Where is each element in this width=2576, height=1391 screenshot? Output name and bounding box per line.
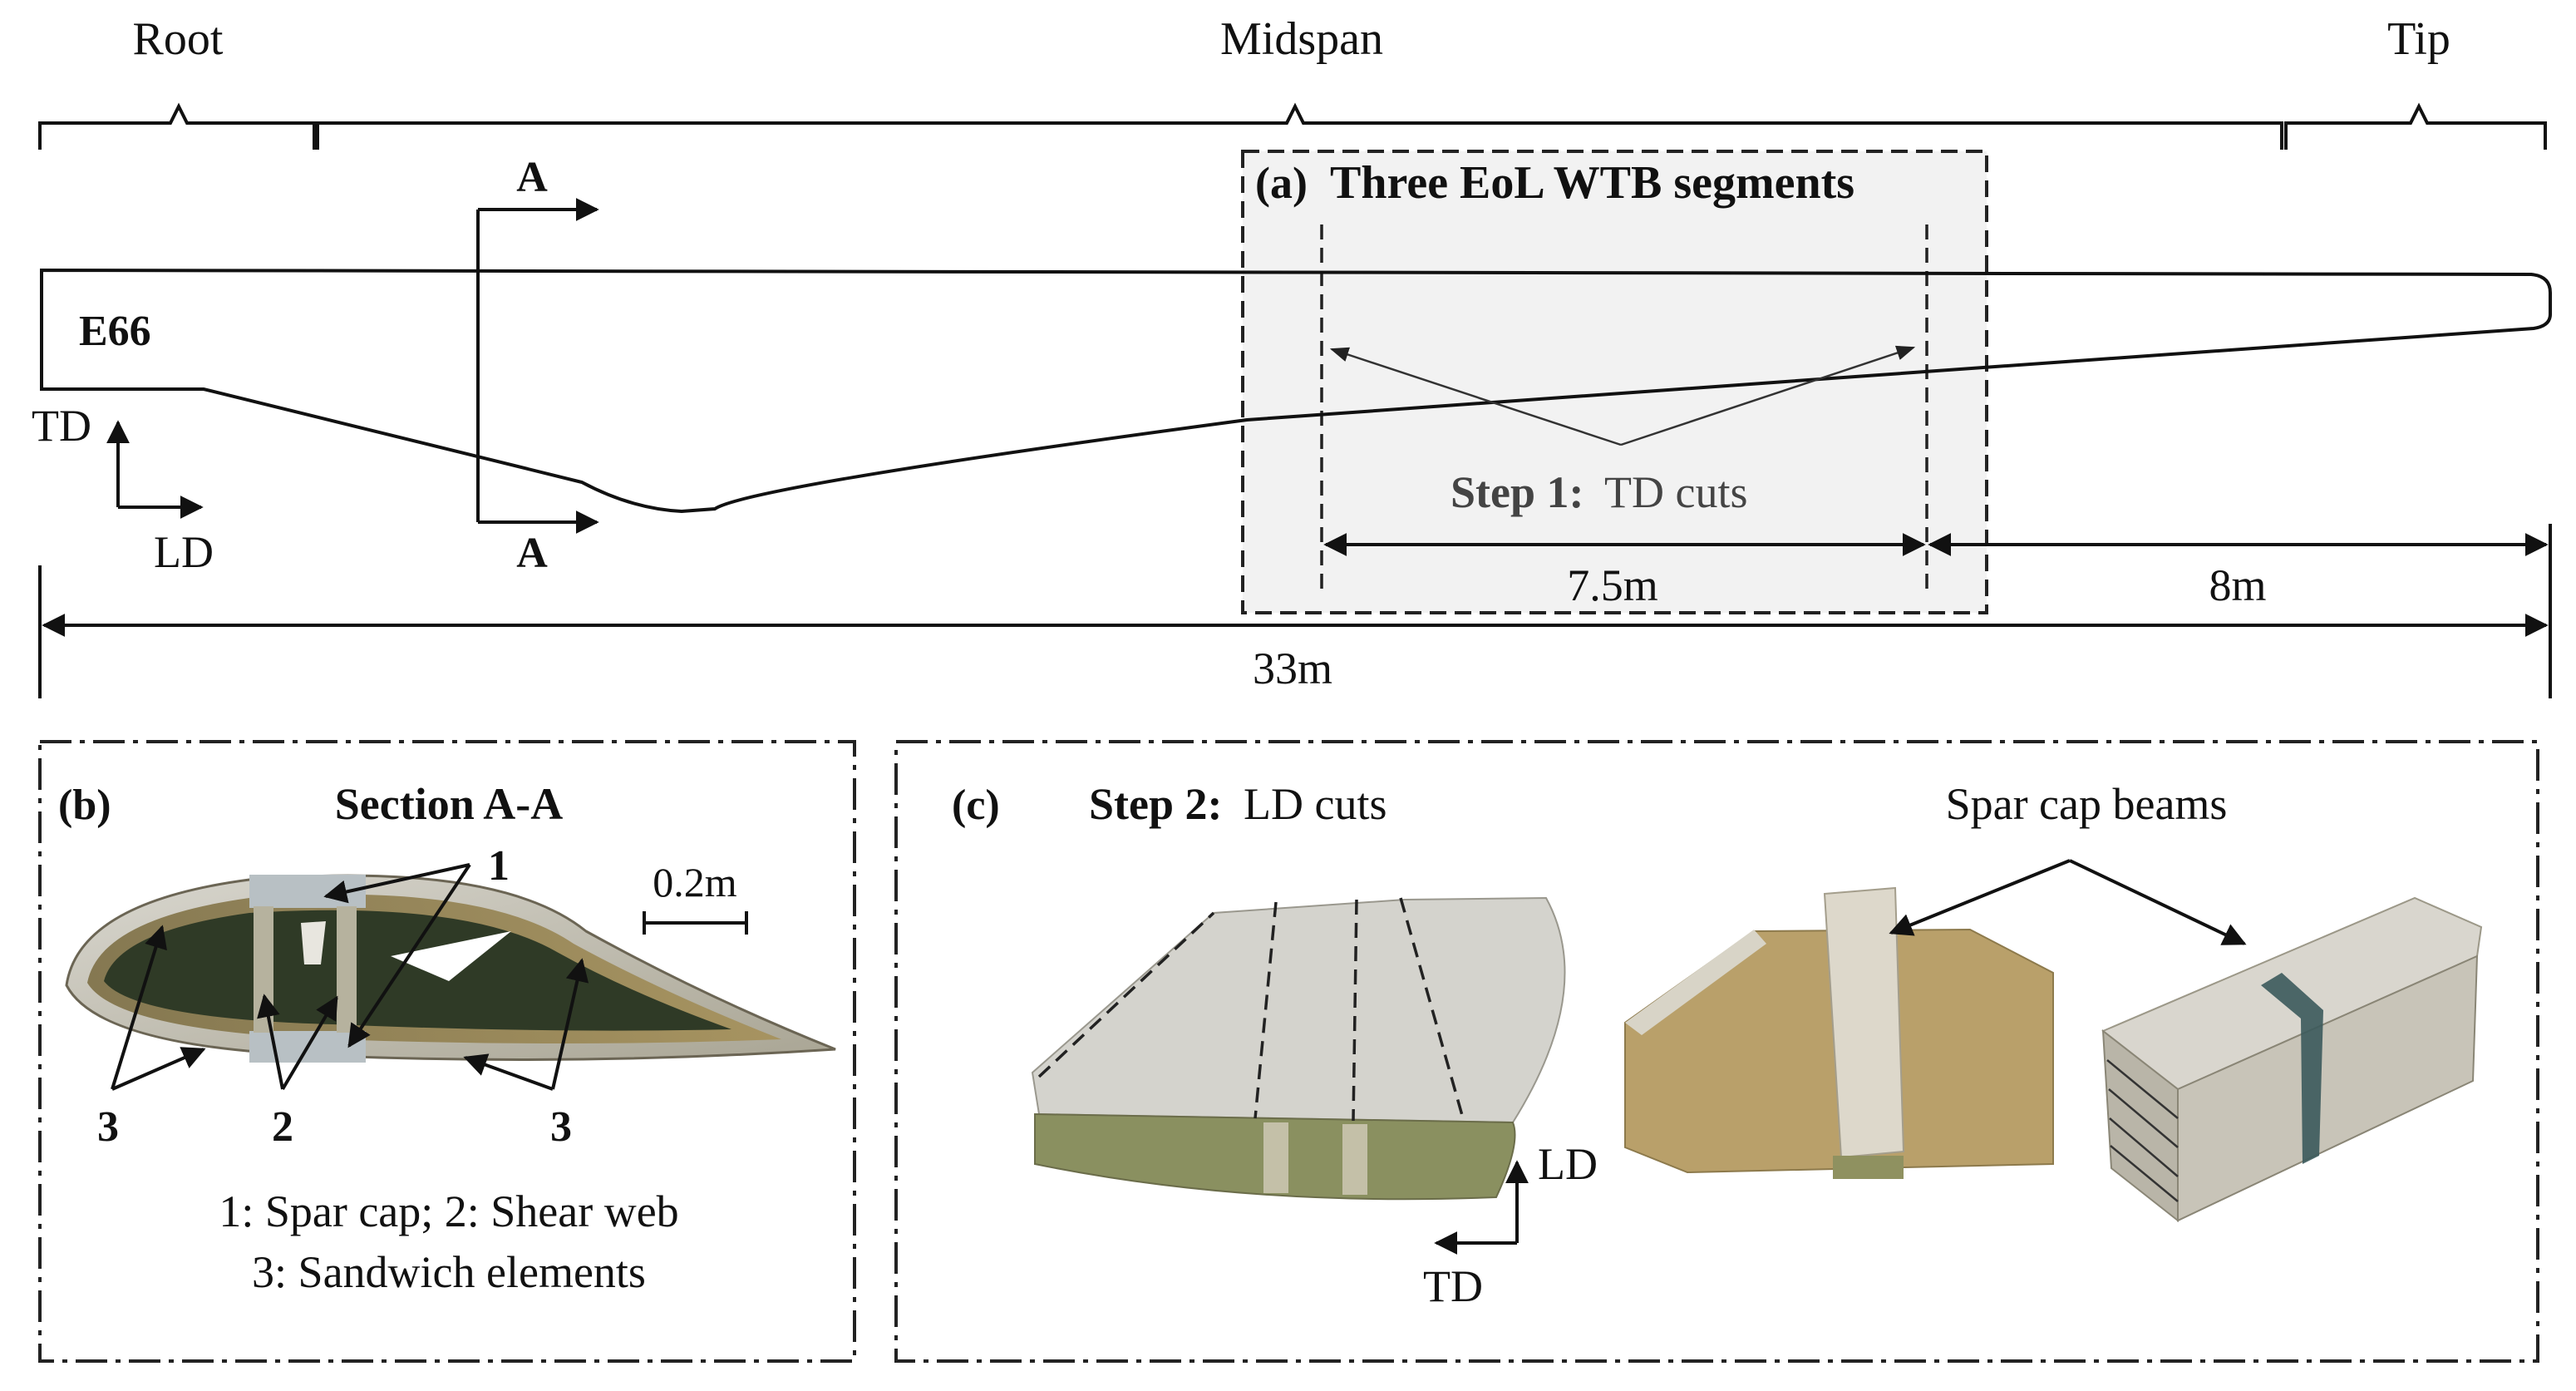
shear-web-left <box>254 906 273 1033</box>
legend-line-2: 3: Sandwich elements <box>252 1247 646 1297</box>
span-brackets: Root Midspan Tip <box>38 13 2547 150</box>
root-bracket <box>38 102 316 150</box>
midspan-bracket <box>316 102 2283 150</box>
panel-b-box <box>38 740 856 1363</box>
c-td-axis-label: TD <box>1423 1261 1483 1311</box>
ld-axis-label: LD <box>154 527 214 577</box>
step2-bold: Step 2: <box>1089 779 1223 829</box>
trailing-cavity <box>391 931 511 981</box>
section-label-top: A <box>516 154 548 201</box>
td-axis-label: TD <box>32 401 91 451</box>
callout-3-left: 3 <box>97 1103 119 1151</box>
step2-label: Step 2: LD cuts <box>1089 779 1387 829</box>
panel-a-title: Three EoL WTB segments <box>1330 157 1854 209</box>
callout-3-right-arrow-a <box>463 1053 554 1091</box>
c-ld-axis-label: LD <box>1538 1139 1598 1189</box>
stack-row-3 <box>2109 1117 2179 1177</box>
spar-cap-beams-label: Spar cap beams <box>1946 779 2228 829</box>
step1-label: Step 1: TD cuts <box>1451 467 1748 517</box>
tip-label: Tip <box>2387 13 2450 65</box>
stack-side-face <box>2177 954 2479 1222</box>
opened-shear-web <box>1833 1156 1904 1179</box>
beams-arrow-right <box>2069 859 2247 945</box>
segment-web-left <box>1263 1122 1288 1193</box>
panel-a-tag: (a) <box>1255 158 1308 208</box>
step2-text: LD cuts <box>1244 779 1387 829</box>
stack-row-1 <box>2106 1059 2179 1119</box>
ld-cut-3 <box>1352 899 1358 1122</box>
callout-3-left-arrow-b <box>111 1047 206 1091</box>
blade-planform: E66 A A TD LD Step 1: TD cuts 7.5m 8m 33… <box>32 154 2552 698</box>
panel-b-title: Section A-A <box>335 779 563 829</box>
callout-2: 2 <box>272 1103 293 1151</box>
dim-segment-label: 7.5m <box>1567 560 1658 610</box>
opened-skin-left-flap <box>1625 930 1766 1035</box>
stack-row-2 <box>2108 1088 2179 1148</box>
callout-1-arrow-a <box>323 863 470 904</box>
segment-web-right <box>1342 1124 1367 1195</box>
beam-stack-photo <box>2101 896 2483 1223</box>
dim-total-label: 33m <box>1253 644 1332 693</box>
dim-tip-label: 8m <box>2209 560 2266 610</box>
root-label: Root <box>133 13 224 65</box>
shear-web-right <box>337 906 357 1033</box>
ld-cut-2 <box>1254 901 1278 1119</box>
scale-label: 0.2m <box>653 859 737 905</box>
callout-3-right: 3 <box>550 1103 572 1151</box>
step1-text: TD cuts <box>1604 467 1747 517</box>
blade-outline <box>40 268 2552 514</box>
stack-strap <box>2261 973 2323 1164</box>
legend-line-1: 1: Spar cap; 2: Shear web <box>219 1186 678 1236</box>
panel-c-tag: (c) <box>952 782 1000 829</box>
callout-3-left-arrow-a <box>111 925 167 1090</box>
beams-arrow-left <box>1889 859 2071 936</box>
panel-c-box <box>894 740 2539 1363</box>
callout-1-arrow-b <box>347 863 471 1048</box>
section-label-bottom: A <box>516 530 548 577</box>
midspan-label: Midspan <box>1220 13 1383 65</box>
blade-model-label: E66 <box>79 308 151 355</box>
panel-b: (b) Section A-A 0.2m 1 2 3 <box>38 740 856 1363</box>
panel-b-tag: (b) <box>58 782 111 829</box>
callout-3-right-arrow-b <box>551 958 589 1090</box>
opened-segment-photo <box>1624 886 2054 1179</box>
spar-cap-beam <box>1823 886 1905 1159</box>
step1-leader-left <box>1329 347 1622 446</box>
panel-c: (c) Step 2: LD cuts Spar cap beams LD TD <box>894 740 2539 1363</box>
callout-2-arrow-a <box>257 994 284 1090</box>
step1-leader-right <box>1620 345 1916 446</box>
segment-top-skin <box>1031 896 1566 1124</box>
stack-row-4 <box>2110 1145 2179 1202</box>
callout-2-arrow-b <box>281 995 338 1091</box>
step1-bold: Step 1: <box>1451 467 1584 517</box>
web-notch <box>301 921 326 964</box>
ld-cut-1 <box>1037 911 1215 1078</box>
callout-1: 1 <box>488 842 510 890</box>
tip-bracket <box>2284 102 2547 150</box>
ld-cut-4 <box>1399 897 1465 1119</box>
blade-segment-photo <box>1031 896 1566 1201</box>
